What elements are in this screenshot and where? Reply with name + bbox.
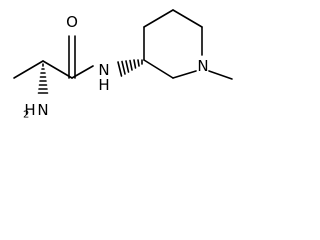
chemical-structure: O N H H N 2 N [13, 9, 233, 121]
amide-n-label: N [98, 61, 109, 79]
ring-n-label: N [197, 57, 208, 75]
stereo-hash-bond-alpha-nh2 [37, 63, 49, 94]
amine-n-label: N [37, 101, 48, 119]
bond-n-methyl [208, 70, 233, 80]
bond-ring-c2-c3 [143, 59, 174, 79]
bond-carbonyl-amide-n [71, 65, 94, 79]
bond-ring-c5-c6 [172, 9, 203, 28]
bond-ring-c4-c5 [143, 9, 174, 28]
bond-methyl-alpha [13, 60, 44, 79]
amine-h-count: 2 [23, 110, 29, 121]
stereo-hash-bond-ring-nh [117, 59, 143, 77]
oxygen-label: O [66, 13, 78, 31]
amide-h-label: H [98, 76, 109, 94]
bond-alpha-carbonyl [42, 60, 73, 79]
bond-ring-n1-c2 [172, 70, 197, 79]
amine-h-label: H [24, 101, 35, 119]
